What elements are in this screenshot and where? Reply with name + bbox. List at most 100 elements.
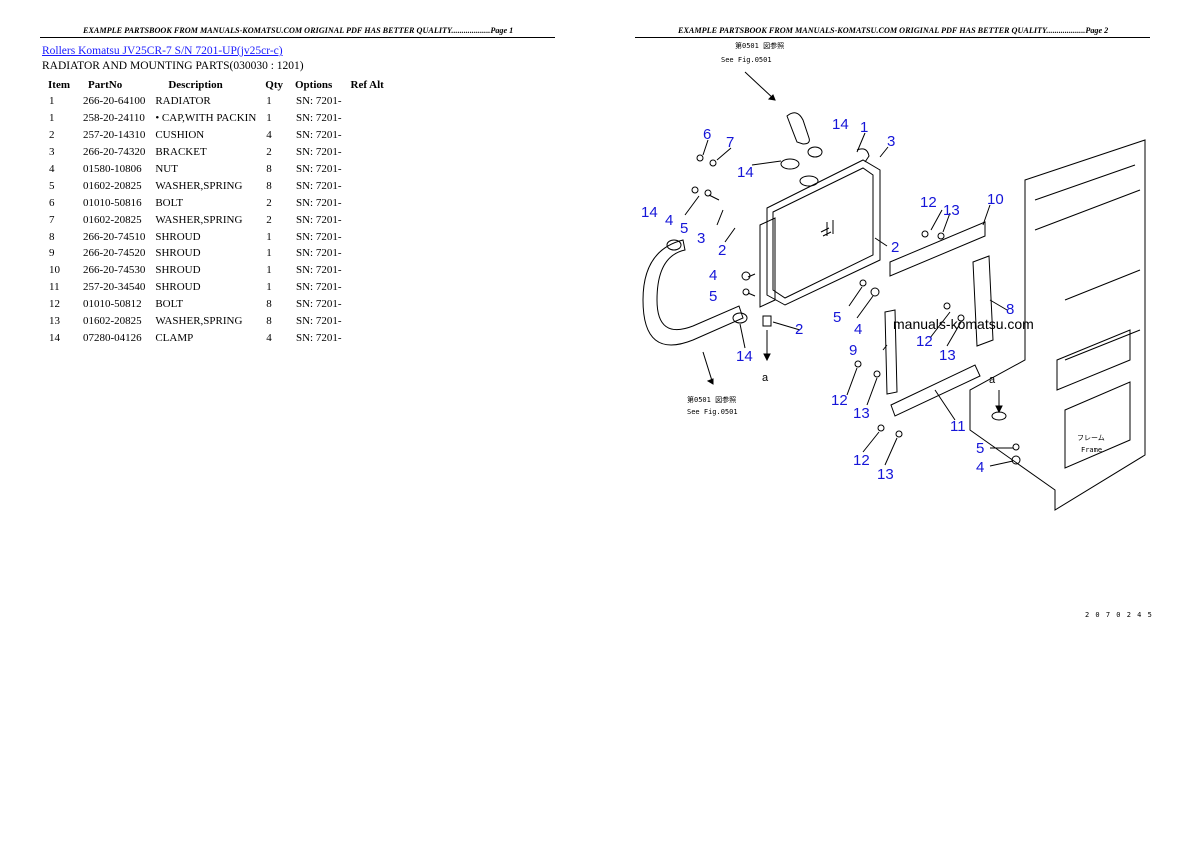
cell-description: SHROUD	[155, 281, 201, 294]
callout-number: 4	[854, 321, 862, 338]
shroud-11	[890, 364, 981, 417]
callout-number: 10	[987, 191, 1004, 208]
cell-qty: 8	[266, 298, 272, 311]
cell-partno: 01602-20825	[83, 179, 142, 192]
callout-number: 1	[860, 119, 868, 136]
cell-item: 14	[49, 331, 60, 344]
cell-description: SHROUD	[155, 264, 201, 277]
cell-item: 11	[49, 281, 60, 294]
cell-ref-alt	[345, 296, 390, 313]
arrow-head	[995, 405, 1003, 414]
callout-number: 2	[891, 239, 899, 256]
radiator-cap	[799, 175, 819, 187]
callout-number: 5	[833, 309, 841, 326]
callout-number: 3	[697, 230, 705, 247]
header-rule	[40, 37, 555, 38]
lower-hose	[642, 239, 744, 346]
cell-item: 4	[49, 163, 55, 175]
cell-ref-alt	[345, 329, 390, 346]
shroud-8	[972, 255, 994, 347]
cell-ref-alt	[345, 93, 390, 110]
cell-options: SN: 7201-	[296, 213, 342, 226]
parts-table-header: Item PartNo Description Qty Options Ref …	[42, 76, 390, 93]
table-row: 11 257-20-34540 SHROUD 1 SN: 7201-	[42, 279, 390, 296]
cell-partno: 257-20-34540	[83, 281, 146, 294]
cell-options: SN: 7201-	[296, 112, 342, 125]
cell-item: 6	[49, 196, 55, 209]
nut	[1011, 455, 1021, 465]
cell-partno: 266-20-74520	[83, 247, 146, 260]
cell-options: SN: 7201-	[296, 196, 342, 209]
bolt	[921, 230, 929, 238]
figure-code: 2 0 7 0 2 4 5	[1085, 611, 1153, 619]
cell-description: SHROUD	[155, 247, 201, 260]
watermark: manuals-komatsu.com	[893, 316, 1034, 332]
callout-number: 2	[718, 242, 726, 259]
bolt	[854, 360, 862, 368]
cell-options: SN: 7201-	[296, 281, 342, 294]
washer	[709, 159, 717, 167]
cell-partno: 01602-20825	[83, 213, 142, 226]
cell-qty: 1	[266, 230, 272, 243]
washer	[859, 279, 867, 287]
cell-qty: 8	[266, 179, 272, 192]
cell-ref-alt	[345, 245, 390, 262]
page-header: EXAMPLE PARTSBOOK FROM MANUALS-KOMATSU.C…	[83, 26, 514, 35]
filler-neck	[856, 148, 870, 163]
callout-number: 2	[795, 321, 803, 338]
section-title: RADIATOR AND MOUNTING PARTS(030030 : 120…	[42, 60, 304, 72]
cell-description: • CAP,WITH PACKIN	[155, 112, 257, 125]
cell-ref-alt	[345, 279, 390, 296]
cell-qty: 2	[266, 196, 272, 209]
bolt	[696, 154, 704, 162]
nut	[870, 287, 880, 297]
cell-partno: 01580-10806	[83, 163, 142, 175]
callout-number: 7	[726, 134, 734, 151]
ref-bottom-en: See Fig.0501	[687, 408, 738, 416]
cell-qty: 1	[266, 281, 272, 294]
cell-ref-alt	[345, 177, 390, 194]
column-header-options: Options	[295, 78, 333, 91]
washer	[957, 314, 965, 322]
cell-qty: 1	[266, 264, 272, 277]
ref-top-en: See Fig.0501	[721, 56, 772, 64]
callout-number: 14	[737, 164, 754, 181]
ref-bottom-jp: 第0501 図参照	[687, 395, 736, 404]
cell-ref-alt	[345, 313, 390, 330]
callout-number: 4	[976, 459, 984, 476]
clamp	[807, 146, 823, 158]
cell-item: 10	[49, 264, 60, 277]
cell-description: WASHER,SPRING	[155, 315, 243, 328]
cell-partno: 266-20-74530	[83, 264, 146, 277]
cell-description: BOLT	[155, 298, 184, 311]
callout-number: 5	[976, 440, 984, 457]
callout-number: 13	[943, 202, 960, 219]
column-header-partno: PartNo	[88, 78, 123, 91]
column-header-qty: Qty	[265, 78, 283, 91]
page-header: EXAMPLE PARTSBOOK FROM MANUALS-KOMATSU.C…	[678, 26, 1109, 35]
cell-description: BRACKET	[155, 146, 207, 159]
callout-a: a	[762, 372, 769, 384]
cell-qty: 1	[266, 95, 272, 108]
page-2: EXAMPLE PARTSBOOK FROM MANUALS-KOMATSU.C…	[595, 0, 1190, 842]
radiator-inner	[772, 167, 874, 299]
cell-options: SN: 7201-	[296, 179, 342, 192]
cell-partno: 266-20-74510	[83, 230, 146, 243]
washer	[704, 189, 712, 197]
cell-qty: 2	[266, 146, 272, 159]
arrow-head	[763, 353, 771, 362]
machine-frame	[969, 139, 1146, 511]
cell-options: SN: 7201-	[296, 298, 342, 311]
model-title-link[interactable]: Rollers Komatsu JV25CR-7 S/N 7201-UP(jv2…	[42, 45, 283, 57]
column-header-item: Item	[48, 78, 70, 91]
callout-number: 12	[831, 392, 848, 409]
callout-numbers: 6 7 14 14 1 3 14 4 5 3 2 2 4 5 5 4 2 14 …	[641, 116, 1014, 483]
callout-number: 5	[680, 220, 688, 237]
callout-number: 12	[853, 452, 870, 469]
